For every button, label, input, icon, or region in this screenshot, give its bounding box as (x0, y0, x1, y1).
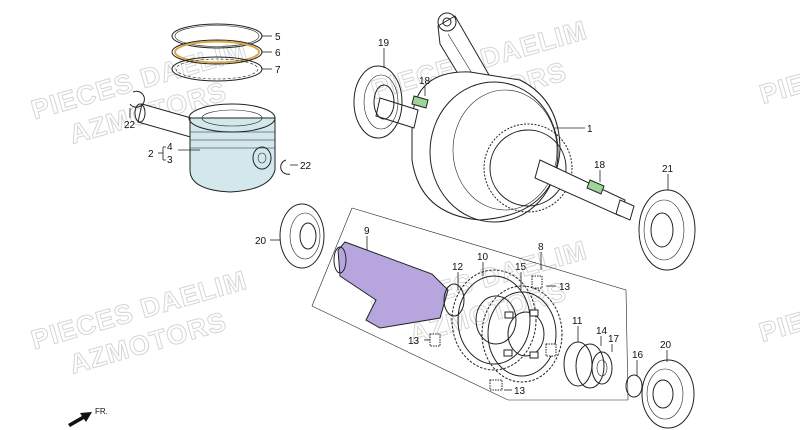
callout-21: 21 (662, 164, 674, 175)
callout-18: 18 (419, 76, 431, 87)
watermark-top-right: PIECES DAELIM (756, 19, 800, 110)
group-outline (311, 207, 629, 401)
callout-13: 13 (559, 282, 571, 293)
callout-15: 15 (515, 262, 527, 273)
callout-10: 10 (477, 252, 489, 263)
washer (625, 374, 643, 398)
callout-labels: 5 6 7 22 4 2 3 22 19 18 1 18 21 20 9 10 … (124, 32, 674, 397)
callout-14: 14 (596, 326, 608, 337)
piston (188, 103, 276, 193)
bearing (641, 359, 695, 429)
callout-13: 13 (408, 336, 420, 347)
callout-20: 20 (255, 236, 267, 247)
drive-gear (451, 269, 537, 371)
callout-2: 2 (148, 149, 154, 160)
callout-22: 22 (300, 161, 312, 172)
watermark-bottom-right: PIECES DAELIM (755, 257, 800, 348)
callout-8: 8 (538, 242, 544, 253)
callout-7: 7 (275, 65, 281, 76)
bearing (279, 203, 325, 269)
callout-16: 16 (632, 350, 644, 361)
watermark-bottom-left: PIECES DAELIM AZMOTORS (27, 264, 251, 380)
driven-gear (481, 285, 563, 383)
woodruff-key (411, 95, 429, 109)
watermark-text: PIECES DAELIM (756, 19, 800, 109)
callout-5: 5 (275, 32, 281, 43)
callout-3: 3 (167, 155, 173, 166)
bearing (353, 65, 403, 139)
circlip (129, 90, 145, 108)
arrow-icon (68, 412, 92, 427)
callout-19: 19 (378, 38, 390, 49)
front-label: FR. (95, 407, 108, 416)
watermark-text: PIECES DAELIM (756, 258, 800, 348)
callout-4: 4 (167, 142, 173, 153)
callout-1: 1 (587, 124, 593, 135)
callout-12: 12 (452, 262, 464, 273)
callout-6: 6 (275, 48, 281, 59)
crankshaft (375, 71, 635, 223)
callout-11: 11 (572, 316, 583, 327)
leader-lines (129, 35, 669, 391)
callout-17: 17 (608, 334, 620, 345)
callout-13: 13 (514, 386, 526, 397)
front-direction-indicator: FR. (68, 407, 108, 427)
bearing (638, 189, 696, 271)
collar (563, 341, 613, 389)
callout-18: 18 (594, 160, 606, 171)
balancer-shaft (333, 241, 465, 329)
woodruff-key (586, 179, 605, 195)
callout-20: 20 (660, 340, 672, 351)
callout-22: 22 (124, 120, 136, 131)
callout-9: 9 (364, 226, 370, 237)
circlip (280, 159, 291, 175)
